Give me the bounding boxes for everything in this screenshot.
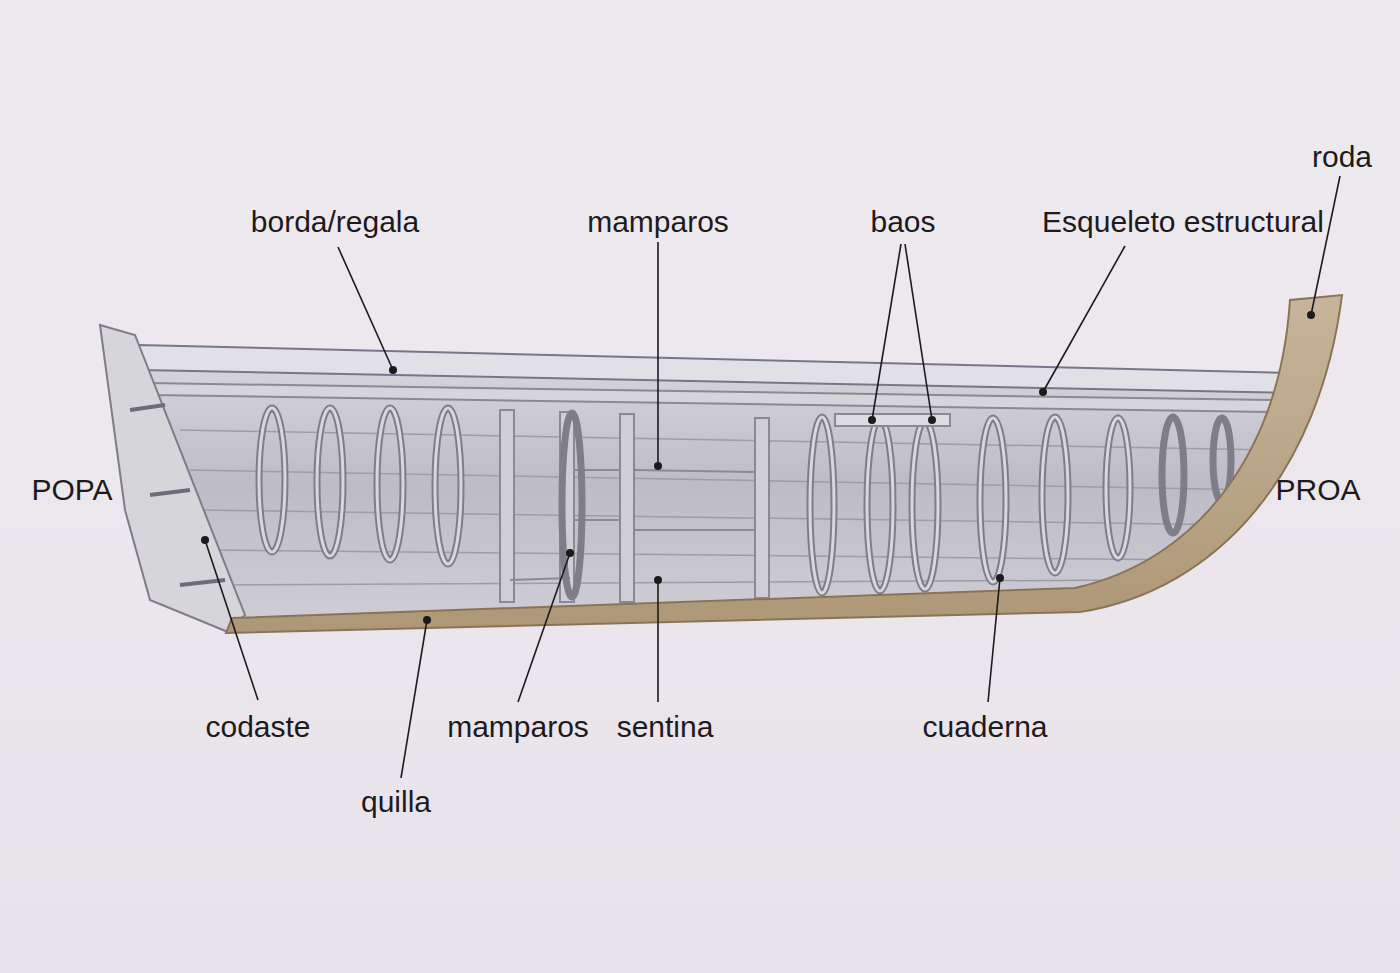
gunwale [138,345,1292,393]
direction-label: POPA [31,473,112,506]
part-label: roda [1312,140,1372,173]
leader-dots [201,311,1315,624]
stern-post [100,325,245,632]
part-label: borda/regala [251,205,419,238]
keel-and-stem [226,295,1342,633]
part-label: mamparos [447,710,589,743]
part-label: baos [870,205,935,238]
part-label: mamparos [587,205,729,238]
frame-highlights [259,408,1130,593]
frames [259,408,1231,597]
part-label: quilla [361,785,431,818]
part-label: codaste [205,710,310,743]
bulkhead-rails [510,470,755,580]
part-label: sentina [617,710,714,743]
beam [835,414,950,426]
leader-lines [205,176,1340,778]
part-label: Esqueleto estructural [1042,205,1324,238]
bulkheads [500,410,769,602]
part-label: cuaderna [922,710,1047,743]
direction-label: PROA [1275,473,1360,506]
